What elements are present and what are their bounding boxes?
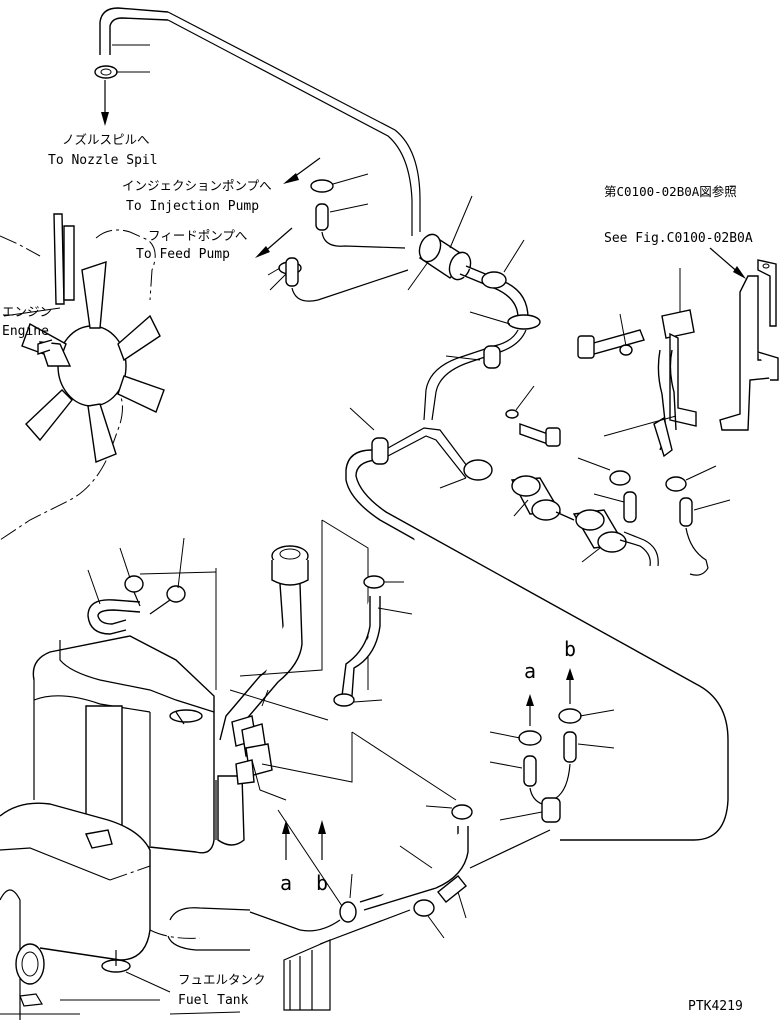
- right-hose-2: [679, 497, 731, 527]
- clamp-lower-1: [425, 804, 473, 820]
- see-fig-arrow: [709, 247, 746, 279]
- tank-base-frame: [0, 907, 331, 1015]
- return-line: [167, 11, 421, 232]
- clamp-mid-1: [363, 575, 404, 589]
- see-fig-bracket: [719, 259, 779, 431]
- right-clamp-2: [665, 465, 717, 492]
- fuel-tank-label-en: Fuel Tank: [178, 993, 249, 1008]
- fuel-tank-label-jp: フュエルタンク: [178, 972, 266, 987]
- tank-sensor: [169, 709, 203, 725]
- injection-pump-hose: [315, 203, 406, 249]
- connector-a-top-label: a: [524, 659, 536, 683]
- injection-pump-clamp: [310, 173, 369, 193]
- injection-pump-label-en: To Injection Pump: [126, 199, 259, 214]
- fan-icon: [21, 260, 165, 463]
- injection-pump-arrow: [283, 157, 321, 184]
- engine-label-en: Engine: [2, 324, 49, 339]
- upper-filter: [407, 195, 473, 291]
- connector-b-top-label: b: [564, 637, 576, 661]
- arrow-a-bottom: [282, 820, 290, 860]
- fuel-filter-1: [510, 475, 562, 521]
- arrow-a-top: [526, 694, 534, 726]
- connector-a-bottom-label: a: [280, 871, 292, 895]
- connector-block: [499, 763, 571, 823]
- tank-drain: [101, 950, 131, 973]
- clamp-mid-2: [333, 693, 383, 707]
- injection-pump-label-jp: インジェクションポンプへ: [122, 178, 272, 193]
- fuel-filter-2: [572, 509, 627, 563]
- nozzle-spill-label-jp: ノズルスピルへ: [62, 132, 150, 147]
- feed-pump-label-en: To Feed Pump: [136, 247, 230, 262]
- clamp-left-1: [119, 547, 144, 593]
- upper-clamp-2: [469, 311, 541, 330]
- connector-hose-b: [563, 731, 615, 763]
- bracket-bolt: [577, 329, 645, 359]
- connector-b-bottom-label: b: [316, 871, 328, 895]
- hose-bend-left: [87, 569, 141, 635]
- see-fig-label-jp: 第C0100-02B0A図参照: [604, 184, 737, 199]
- hose-lower-straight: [437, 875, 467, 919]
- hose-bend-mid: [341, 596, 413, 697]
- engine-label-jp: エンジン: [2, 304, 52, 319]
- middle-clamp-2: [349, 407, 389, 465]
- bracket-assembly: [603, 268, 697, 458]
- clamp-left-2: [166, 537, 186, 603]
- clamp-lower-3: [413, 899, 445, 939]
- engine-outline: [0, 213, 156, 541]
- arrow-b-top: [566, 668, 574, 704]
- see-fig-label-en: See Fig.C0100-02B0A: [604, 231, 753, 246]
- connector-clamp-b: [558, 708, 615, 724]
- middle-clamp-1: [445, 345, 501, 369]
- connector-hose-a: [489, 755, 537, 787]
- right-clamp-1: [577, 457, 631, 486]
- drawing-code: PTK4219: [688, 999, 743, 1014]
- nozzle-spill-hose: [94, 7, 169, 79]
- washer: [505, 385, 535, 419]
- feed-pump-hose: [269, 257, 409, 302]
- right-hose-1: [593, 491, 637, 523]
- nozzle-spill-arrow: [101, 80, 109, 126]
- feed-pump-label-jp: フィードポンプへ: [148, 228, 247, 243]
- connector-clamp-a: [489, 730, 542, 746]
- arrow-b-bottom: [318, 820, 326, 860]
- nozzle-spill-label-en: To Nozzle Spil: [48, 153, 158, 168]
- upper-clamp-1: [481, 239, 525, 289]
- bolt-middle: [519, 423, 561, 447]
- middle-clamp-3: [439, 459, 493, 489]
- feed-pump-arrow: [255, 227, 293, 258]
- fuel-tank: [0, 635, 215, 1020]
- bracket-washer: [619, 313, 633, 356]
- clamp-lower-2: [339, 873, 357, 923]
- filler-cap: [271, 545, 309, 586]
